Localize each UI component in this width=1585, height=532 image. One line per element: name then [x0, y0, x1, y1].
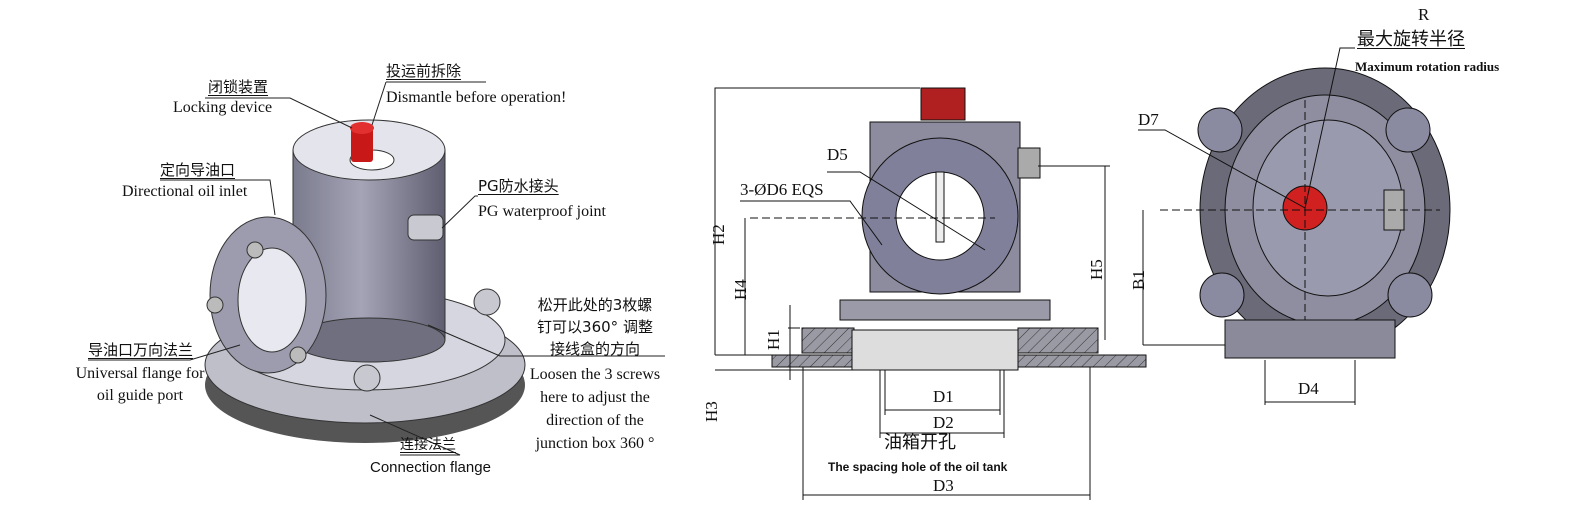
knob-front: [920, 87, 966, 121]
screws-note-en: Loosen the 3 screws here to adjust the d…: [510, 363, 680, 455]
universal-flange-en-line: oil guide port: [96, 387, 184, 404]
pg-joint: [407, 214, 444, 241]
pg-joint-label-cn: PG防水接头: [478, 177, 559, 195]
dim-h5: H5: [1087, 259, 1106, 280]
locking-device-label-en: Locking device: [173, 99, 273, 116]
oil-inlet-label-cn: 定向导油口: [160, 161, 236, 179]
screws-note-en-line: Loosen the 3 screws: [529, 366, 661, 383]
pg-joint-label-en: PG waterproof joint: [478, 203, 606, 220]
connection-flange-label-en: Connection flange: [370, 459, 491, 476]
red-knob: [351, 128, 373, 162]
dim-h2: H2: [709, 224, 728, 245]
universal-flange-en-line: Universal flange for: [75, 365, 205, 382]
dim-d5: D5: [827, 145, 848, 164]
dim-d6: 3-ØD6 EQS: [740, 180, 824, 199]
screws-note-cn-line: 钉可以360° 调整: [537, 318, 653, 336]
oil-inlet-label-en: Directional oil inlet: [122, 183, 248, 200]
dim-d7: D7: [1138, 110, 1159, 129]
front-view-drawing: [714, 87, 1147, 500]
universal-flange-label-cn: 导油口万向法兰: [88, 341, 194, 359]
connection-flange-label-cn: 连接法兰: [400, 437, 456, 453]
max-radius-label-en: Maximum rotation radius: [1355, 59, 1500, 74]
screws-note-en-line: junction box 360 °: [535, 435, 655, 452]
oil-tank-hole-label-en: The spacing hole of the oil tank: [828, 460, 1008, 474]
dim-d4: D4: [1298, 379, 1319, 398]
top-view-drawing: [1138, 47, 1451, 405]
dim-b1: B1: [1129, 270, 1148, 290]
dismantle-label-en: Dismantle before operation!: [386, 89, 567, 106]
dim-d3: D3: [933, 476, 954, 495]
dim-h3: H3: [702, 401, 721, 422]
dim-r: R: [1418, 5, 1430, 24]
locking-device-label-cn: 闭锁装置: [208, 78, 269, 96]
isometric-relay: [88, 81, 665, 456]
screws-note-en-line: here to adjust the: [540, 389, 650, 406]
screws-note-cn: 松开此处的3枚螺 钉可以360° 调整 接线盒的方向: [520, 294, 670, 360]
oil-tank-hole-label-cn: 油箱开孔: [884, 432, 956, 453]
dismantle-label-cn: 投运前拆除: [386, 62, 462, 80]
universal-flange-label-en: Universal flange for oil guide port: [65, 363, 215, 407]
dim-h1: H1: [764, 329, 783, 350]
max-radius-label-cn: 最大旋转半径: [1357, 29, 1465, 50]
screws-note-cn-line: 接线盒的方向: [549, 340, 640, 358]
dim-d1: D1: [933, 387, 954, 406]
dim-d2: D2: [933, 413, 954, 432]
screws-note-en-line: direction of the: [546, 412, 644, 429]
dim-h4: H4: [731, 279, 750, 300]
screws-note-cn-line: 松开此处的3枚螺: [537, 296, 653, 314]
